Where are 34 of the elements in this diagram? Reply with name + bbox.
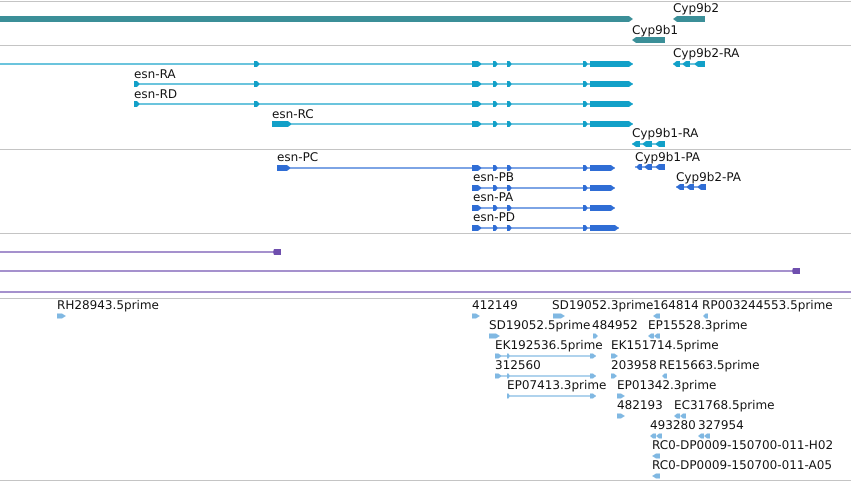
- feature-label: EC31768.5prime: [674, 398, 775, 412]
- feature-label: RE15663.5prime: [659, 358, 760, 372]
- feature-label: esn-PD: [473, 210, 516, 224]
- feature-label: RC0-DP0009-150700-011-A05: [652, 458, 832, 472]
- feature-label: RH28943.5prime: [57, 298, 159, 312]
- feature-label: 312560: [495, 358, 541, 372]
- feature-label: 164814: [653, 298, 699, 312]
- feature-label: esn-PB: [473, 170, 514, 184]
- feature-label: EP01342.3prime: [617, 378, 716, 392]
- feature-label: esn-PC: [277, 150, 318, 164]
- feature-label: RC0-DP0009-150700-011-H02: [652, 438, 834, 452]
- feature-label: Cyp9b1-RA: [632, 126, 698, 140]
- feature-label: EP07413.3prime: [507, 378, 606, 392]
- feature-label: Cyp9b2: [673, 1, 719, 15]
- feature-label: EP15528.3prime: [648, 318, 748, 332]
- feature-label: esn-RA: [134, 67, 176, 81]
- feature-label: Cyp9b1: [632, 23, 678, 37]
- feature-label: Cyp9b2-RA: [673, 46, 740, 60]
- feature-label: SD19052.3prime: [552, 298, 654, 312]
- feature-label: 484952: [592, 318, 638, 332]
- feature-label: EK151714.5prime: [611, 338, 719, 352]
- feature-label: 412149: [472, 298, 518, 312]
- feature-label: EK192536.5prime: [495, 338, 603, 352]
- feature-label: esn-RC: [272, 107, 314, 121]
- feature-label: 482193: [617, 398, 663, 412]
- feature-label: SD19052.5prime: [489, 318, 590, 332]
- feature-label: RP003244553.5prime: [702, 298, 833, 312]
- feature-label: 203958: [611, 358, 657, 372]
- feature-label: 327954: [698, 418, 744, 432]
- feature-label: Cyp9b2-PA: [676, 170, 741, 184]
- feature-label: 493280: [650, 418, 696, 432]
- feature-label: Cyp9b1-PA: [635, 150, 700, 164]
- feature-label: esn-RD: [134, 87, 178, 101]
- feature-label: esn-PA: [473, 190, 514, 204]
